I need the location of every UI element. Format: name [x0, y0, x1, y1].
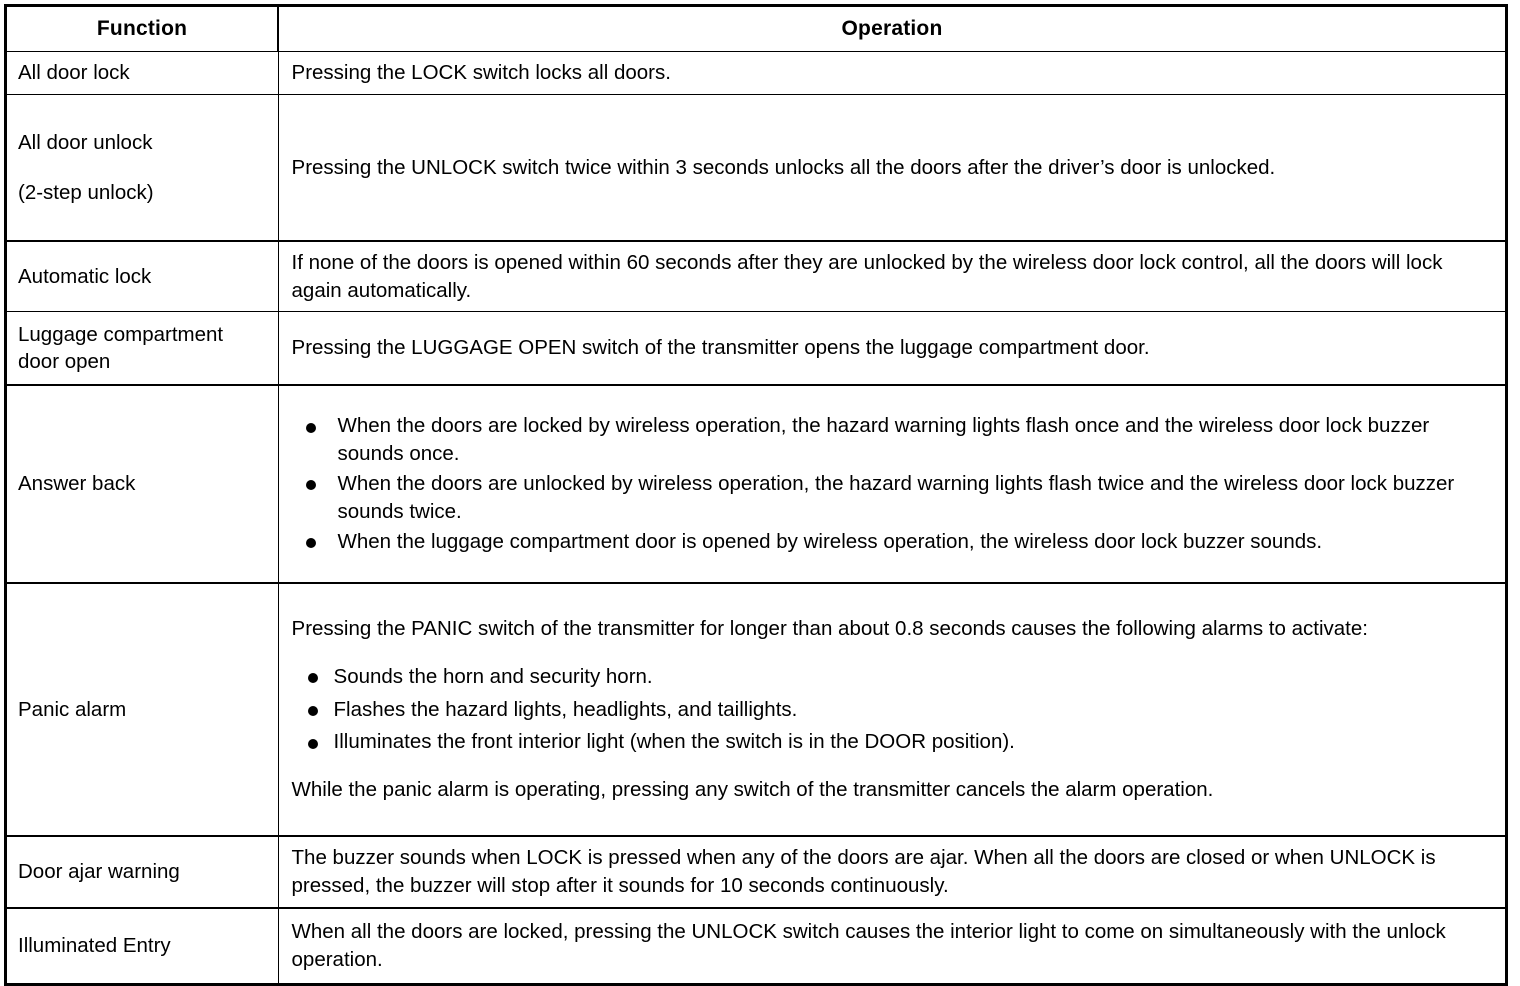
cell-function-all-door-lock: All door lock — [5, 51, 279, 95]
table-row: Panic alarm Pressing the PANIC switch of… — [5, 582, 1508, 837]
operation-outro-paragraph: While the panic alarm is operating, pres… — [291, 778, 1214, 802]
cell-operation-illuminated-entry: When all the doors are locked, pressing … — [277, 907, 1508, 985]
table-row: Automatic lock If none of the doors is o… — [5, 240, 1508, 312]
cell-function-answer-back: Answer back — [5, 384, 279, 584]
cell-function-all-door-unlock: All door unlock (2-step unlock) — [5, 94, 279, 242]
operation-paragraph: If none of the doors is opened within 60… — [291, 250, 1443, 302]
bullet-icon — [307, 705, 318, 716]
operation-body: Pressing the LOCK switch locks all doors… — [279, 59, 1505, 87]
list-item: When the luggage compartment door is ope… — [292, 528, 1495, 556]
column-header-operation: Operation — [277, 5, 1508, 52]
table-row: All door unlock (2-step unlock) Pressing… — [5, 94, 1508, 242]
cell-operation-luggage-compartment-door-open: Pressing the LUGGAGE OPEN switch of the … — [277, 311, 1508, 386]
list-item: Sounds the horn and security horn. — [292, 663, 1495, 691]
table-row: Illuminated Entry When all the doors are… — [5, 907, 1508, 985]
operation-body: If none of the doors is opened within 60… — [279, 249, 1505, 305]
table-row: Luggage compartment door open Pressing t… — [5, 311, 1508, 386]
cell-function-automatic-lock: Automatic lock — [5, 240, 279, 312]
operation-paragraph: When all the doors are locked, pressing … — [291, 920, 1446, 971]
list-item: When the doors are locked by wireless op… — [292, 412, 1495, 468]
function-label: Answer back — [18, 472, 136, 496]
cell-operation-all-door-unlock: Pressing the UNLOCK switch twice within … — [277, 94, 1508, 242]
table-row: Door ajar warning The buzzer sounds when… — [5, 835, 1508, 909]
cell-function-luggage-compartment-door-open: Luggage compartment door open — [5, 311, 279, 386]
function-label: Illuminated Entry — [18, 934, 171, 958]
list-item: Illuminates the front interior light (wh… — [292, 728, 1495, 756]
operation-body: Pressing the UNLOCK switch twice within … — [279, 154, 1505, 182]
function-label-line-1: All door unlock — [18, 130, 153, 154]
bullet-icon — [307, 672, 318, 683]
cell-operation-door-ajar-warning: The buzzer sounds when LOCK is pressed w… — [277, 835, 1508, 909]
bullet-icon — [305, 480, 316, 491]
bullet-icon — [305, 538, 316, 549]
page-root: Function Operation All door lock Pressin… — [4, 4, 1508, 986]
cell-operation-answer-back: When the doors are locked by wireless op… — [277, 384, 1508, 584]
function-label: All door lock — [18, 61, 130, 85]
table-header-row: Function Operation — [5, 5, 1508, 52]
operation-intro-paragraph: Pressing the PANIC switch of the transmi… — [291, 616, 1368, 640]
table-header: Function Operation — [5, 5, 1508, 52]
table-row: Answer back When the doors are locked by… — [5, 384, 1508, 584]
function-label-line-1: Luggage compartment — [18, 322, 224, 346]
column-header-function: Function — [5, 5, 280, 52]
cell-function-illuminated-entry: Illuminated Entry — [5, 907, 279, 985]
operation-paragraph: The buzzer sounds when LOCK is pressed w… — [291, 846, 1436, 897]
function-label-line-2: door open — [18, 350, 111, 373]
cell-operation-panic-alarm: Pressing the PANIC switch of the transmi… — [277, 582, 1508, 837]
list-item-text: When the luggage compartment door is ope… — [337, 529, 1323, 553]
function-operation-table: Function Operation All door lock Pressin… — [4, 4, 1508, 986]
operation-body: Pressing the LUGGAGE OPEN switch of the … — [279, 334, 1505, 362]
operation-body: When all the doors are locked, pressing … — [279, 918, 1505, 974]
operation-bullet-list: Sounds the horn and security horn. Flash… — [292, 663, 1495, 757]
operation-body: Pressing the PANIC switch of the transmi… — [279, 615, 1505, 804]
function-label: All door unlock (2-step unlock) — [7, 129, 278, 207]
cell-operation-all-door-lock: Pressing the LOCK switch locks all doors… — [277, 51, 1508, 95]
operation-paragraph: Pressing the LOCK switch locks all doors… — [291, 61, 671, 85]
cell-function-door-ajar-warning: Door ajar warning — [5, 835, 279, 909]
list-item-text: Sounds the horn and security horn. — [333, 664, 653, 688]
operation-paragraph: Pressing the LUGGAGE OPEN switch of the … — [291, 336, 1150, 360]
function-label: Luggage compartment door open — [7, 321, 278, 376]
function-label: Automatic lock — [18, 264, 152, 288]
cell-operation-automatic-lock: If none of the doors is opened within 60… — [277, 240, 1508, 312]
bullet-icon — [307, 738, 318, 749]
list-item: When the doors are unlocked by wireless … — [292, 470, 1495, 526]
function-label: Door ajar warning — [18, 860, 180, 884]
bullet-icon — [305, 422, 316, 433]
operation-paragraph: Pressing the UNLOCK switch twice within … — [291, 155, 1276, 179]
function-label-line-2: (2-step unlock) — [18, 181, 154, 204]
table-row: All door lock Pressing the LOCK switch l… — [5, 51, 1508, 95]
list-item-text: When the doors are locked by wireless op… — [337, 414, 1430, 466]
operation-body: The buzzer sounds when LOCK is pressed w… — [279, 844, 1505, 900]
operation-bullet-list: When the doors are locked by wireless op… — [292, 412, 1495, 555]
list-item-text: When the doors are unlocked by wireless … — [337, 472, 1455, 523]
operation-body: When the doors are locked by wireless op… — [279, 412, 1505, 555]
table-body: All door lock Pressing the LOCK switch l… — [5, 51, 1508, 985]
cell-function-panic-alarm: Panic alarm — [5, 582, 279, 837]
list-item-text: Illuminates the front interior light (wh… — [333, 730, 1015, 754]
list-item: Flashes the hazard lights, headlights, a… — [292, 696, 1495, 724]
list-item-text: Flashes the hazard lights, headlights, a… — [333, 697, 798, 721]
function-label: Panic alarm — [18, 697, 127, 721]
